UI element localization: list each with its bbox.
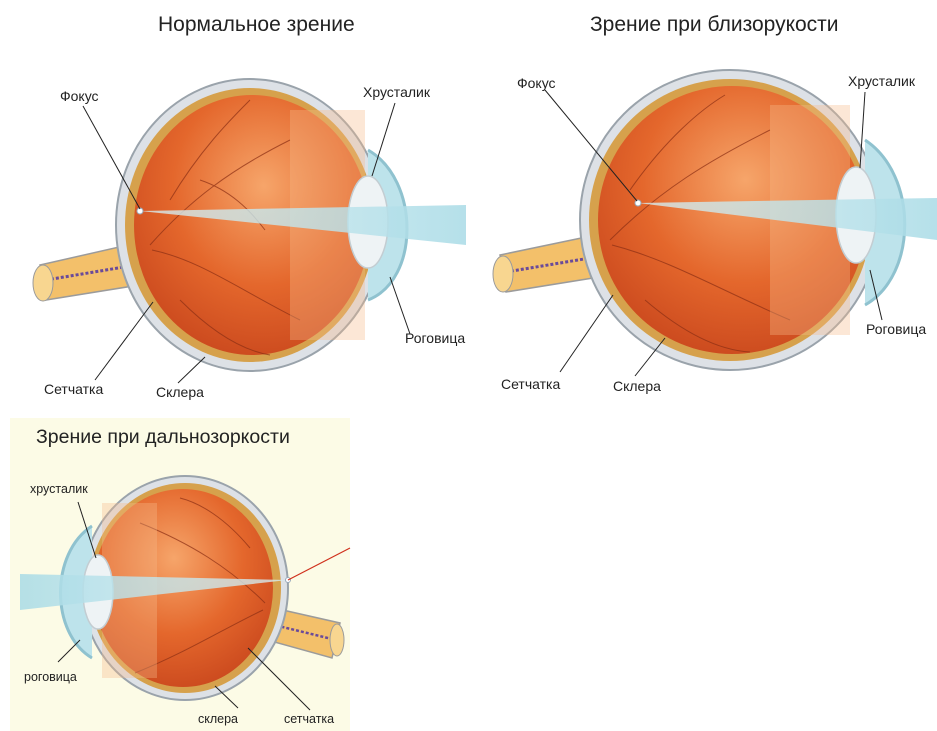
focus-point — [635, 200, 641, 206]
label-retina: сетчатка — [284, 712, 334, 726]
panel-normal-vision: Нормальное зрение — [0, 0, 480, 410]
label-focus: Фокус — [517, 75, 556, 91]
label-lens: Хрусталик — [363, 84, 430, 100]
label-sclera: склера — [198, 712, 238, 726]
label-sclera: Склера — [156, 384, 204, 400]
label-retina: Сетчатка — [501, 376, 560, 392]
panel-myopia: Зрение при близорукости — [470, 0, 937, 410]
label-cornea: роговица — [24, 670, 77, 684]
label-focus: Фокус — [60, 88, 99, 104]
eye-diagram-myopia — [470, 0, 937, 410]
eye-diagram-normal — [0, 0, 480, 410]
label-lens: Хрусталик — [848, 73, 915, 89]
label-cornea: Роговица — [866, 321, 926, 337]
focus-ray — [288, 548, 350, 580]
label-lens: хрусталик — [30, 482, 88, 496]
panel-hyperopia: Зрение при дальнозоркости — [10, 418, 350, 731]
eye-diagram-hyperopia — [10, 418, 350, 731]
label-retina: Сетчатка — [44, 381, 103, 397]
label-sclera: Склера — [613, 378, 661, 394]
label-cornea: Роговица — [405, 330, 465, 346]
